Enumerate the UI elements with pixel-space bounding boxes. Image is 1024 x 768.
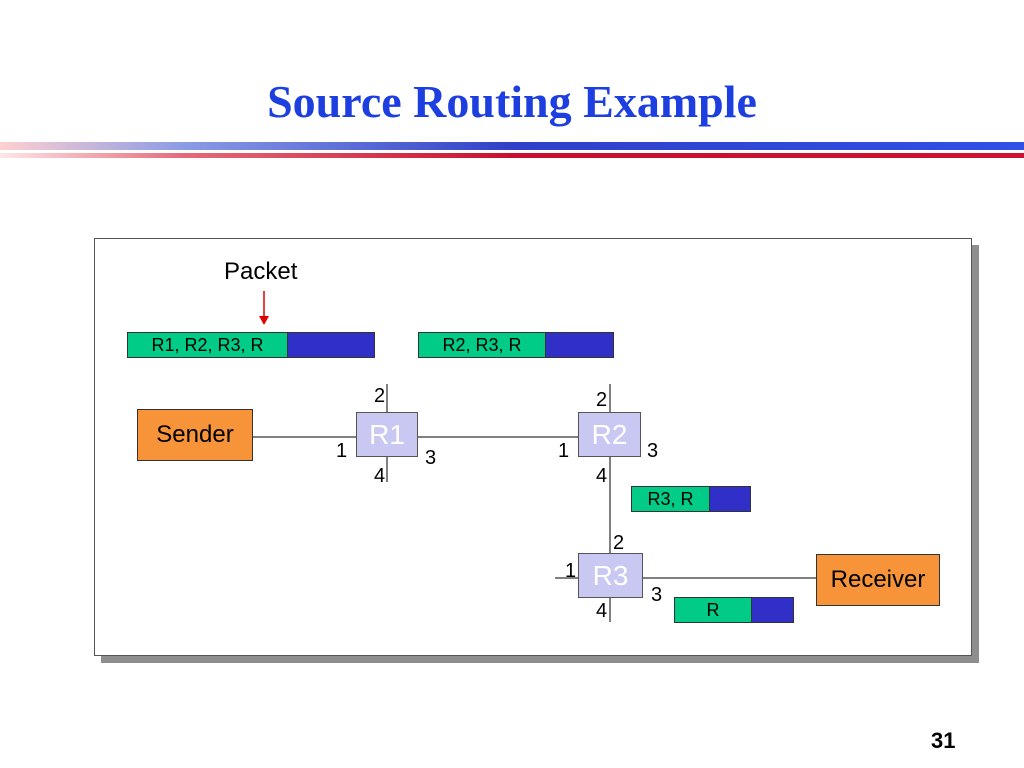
packet-2-payload <box>546 333 613 357</box>
slide-title: Source Routing Example <box>267 76 757 127</box>
packet-3-header: R3, R <box>632 487 710 511</box>
r3-port-1: 1 <box>565 560 577 582</box>
r3-port-4: 4 <box>596 600 608 622</box>
packet-1-header: R1, R2, R3, R <box>128 333 288 357</box>
router-r1: R1 <box>356 412 418 457</box>
r2-port-3: 3 <box>647 440 659 462</box>
r1-port-1: 1 <box>336 440 348 462</box>
packet-4-payload <box>752 598 793 622</box>
packet-arrow-head <box>259 316 269 325</box>
r1-port-3: 3 <box>425 447 437 469</box>
packet-2: R2, R3, R <box>418 332 614 358</box>
receiver-node: Receiver <box>816 554 940 606</box>
packet-1-payload <box>288 333 374 357</box>
packet-4-header: R <box>675 598 752 622</box>
r3-port-3: 3 <box>651 584 663 606</box>
packet-3-payload <box>710 487 750 511</box>
title-rule <box>0 142 1024 162</box>
title-rule-blue <box>0 142 1024 150</box>
router-r3: R3 <box>578 553 643 598</box>
packet-2-header: R2, R3, R <box>419 333 546 357</box>
r1-port-2: 2 <box>374 385 386 407</box>
packet-3: R3, R <box>631 486 751 512</box>
sender-node: Sender <box>137 409 253 461</box>
r3-port-2: 2 <box>613 532 625 554</box>
r2-port-1: 1 <box>558 440 570 462</box>
title-rule-red <box>0 153 1024 158</box>
packet-4: R <box>674 597 794 623</box>
packet-label: Packet <box>224 258 298 285</box>
router-r2: R2 <box>578 412 641 457</box>
page-number: 31 <box>931 728 956 753</box>
packet-1: R1, R2, R3, R <box>127 332 375 358</box>
r2-port-2: 2 <box>596 389 608 411</box>
r2-port-4: 4 <box>596 465 608 487</box>
r1-port-4: 4 <box>374 465 386 487</box>
